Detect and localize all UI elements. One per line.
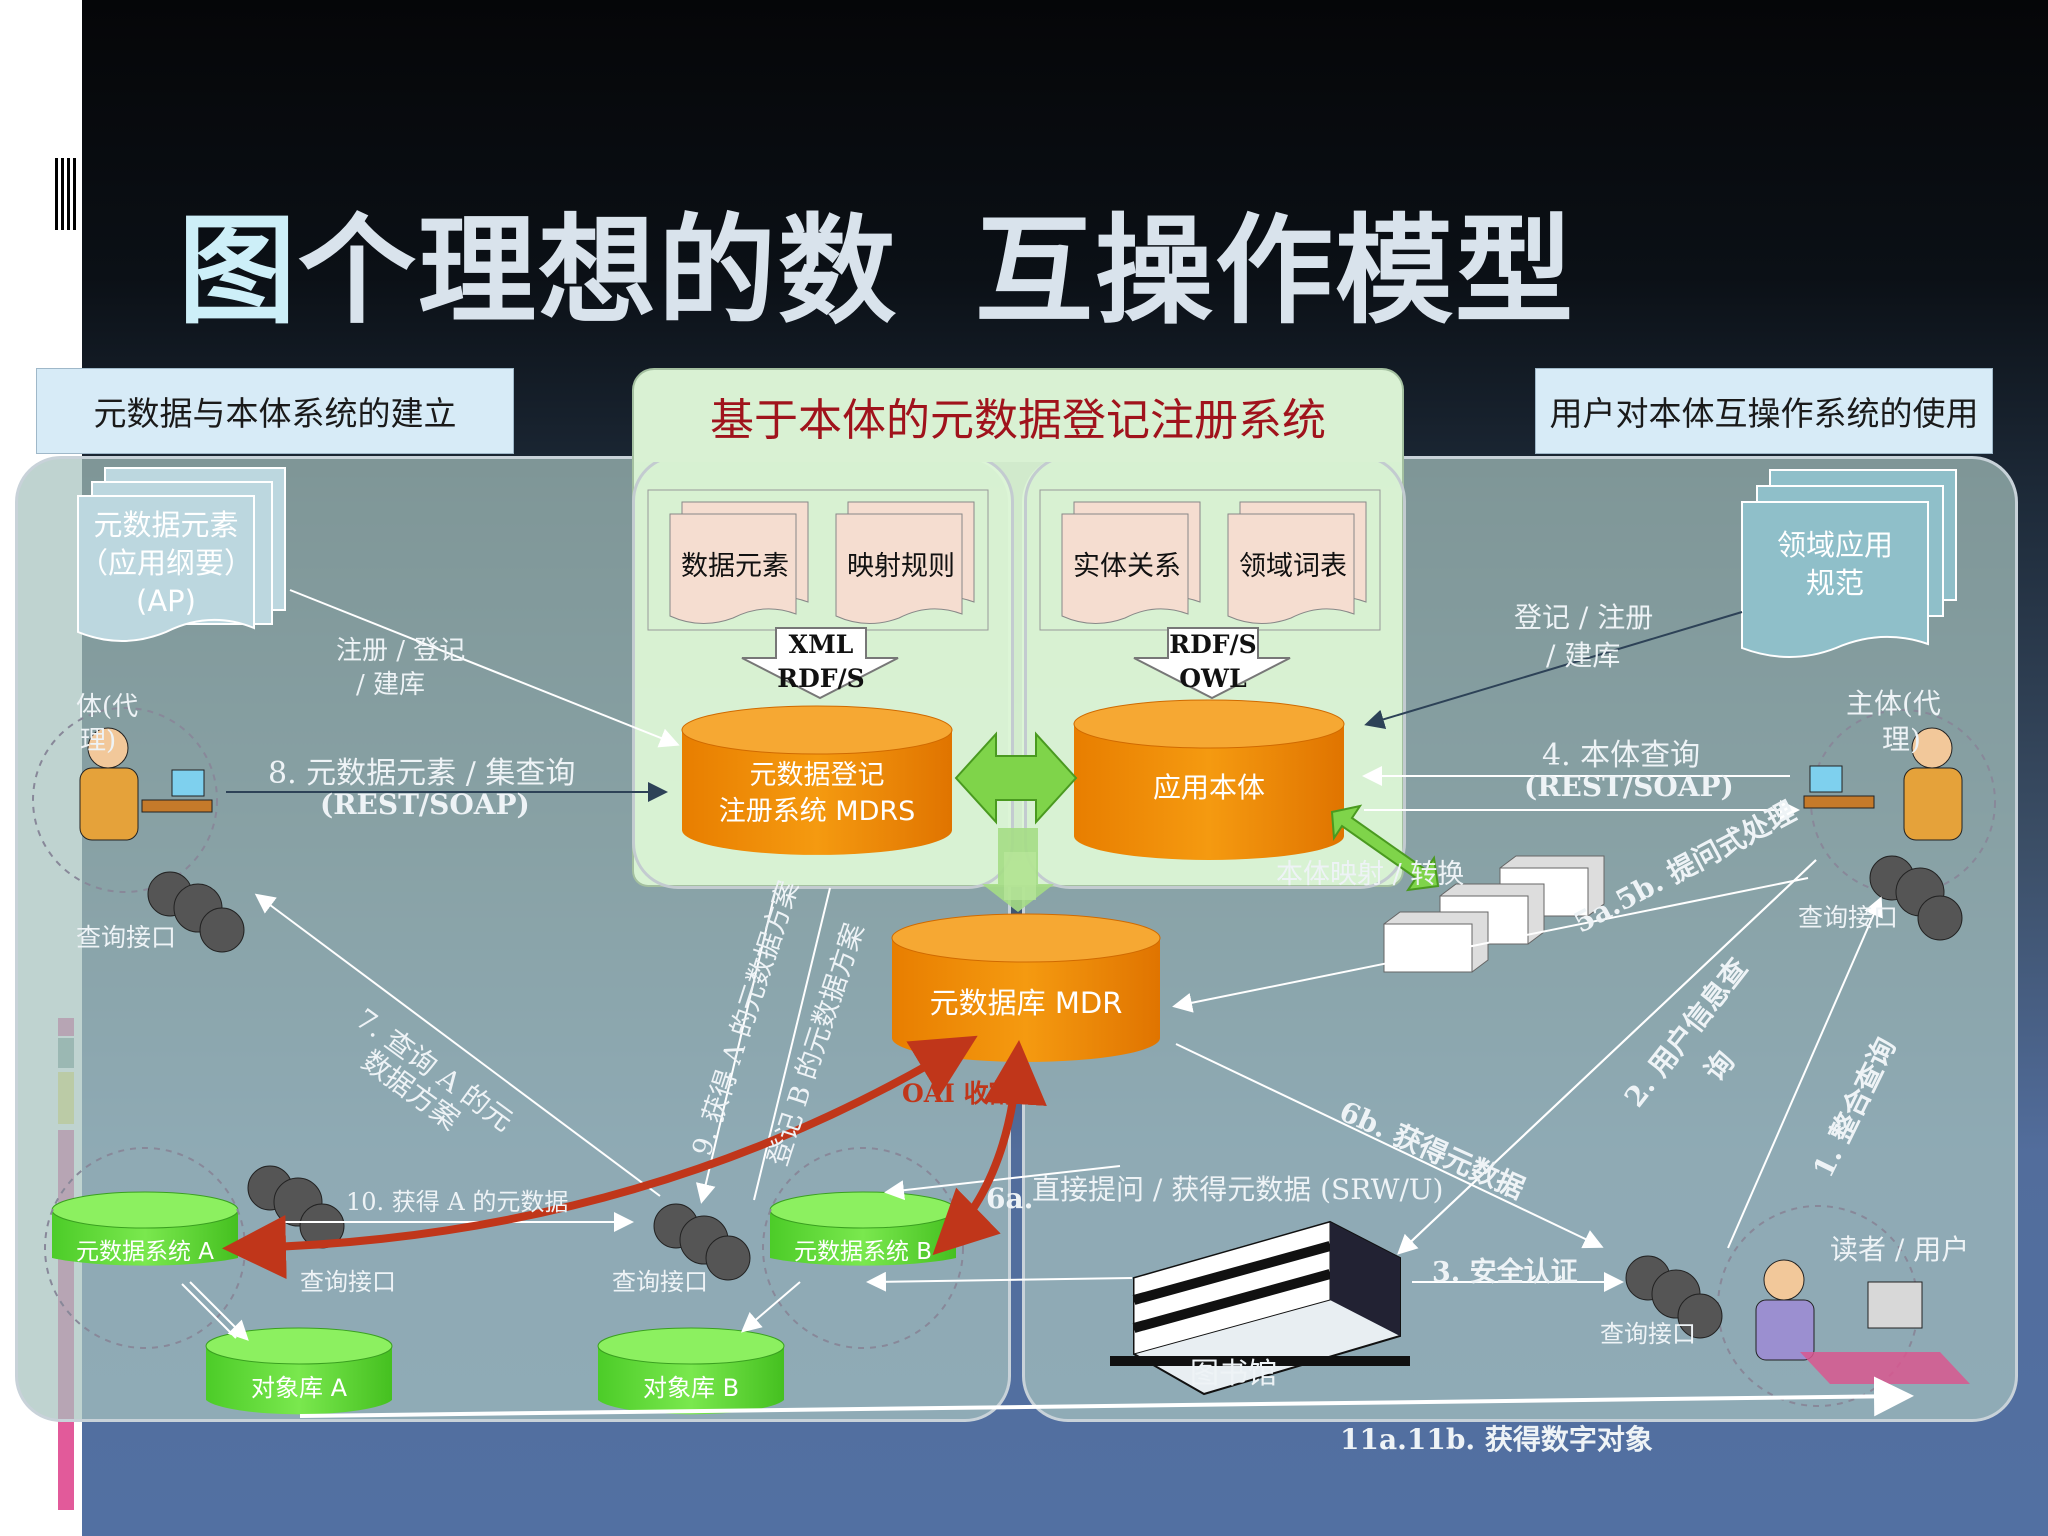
label-query-iface-a: 查询接口 xyxy=(300,1268,396,1296)
doc-ap-line1: 元数据元素 xyxy=(93,508,239,542)
red-arrow-oai-a xyxy=(222,1035,978,1280)
label-reg-right-2: / 建库 xyxy=(1546,639,1621,672)
label-step3: 3. 安全认证 xyxy=(1432,1257,1578,1288)
label-agent-left-2: 理) xyxy=(80,726,117,756)
label-query-iface-mid: 查询接口 xyxy=(612,1268,708,1296)
label-query-iface-right: 查询接口 xyxy=(1798,903,1899,932)
library-icon xyxy=(1110,1220,1410,1396)
db-meta-a-label: 元数据系统 A xyxy=(75,1239,215,1265)
doc-ap-line3: (AP) xyxy=(136,584,196,618)
block-arrow-owl xyxy=(1133,627,1291,700)
label-query-left-1: 8. 元数据元素 / 集查询 xyxy=(268,756,576,791)
header-left: 元数据与本体系统的建立 xyxy=(36,368,514,454)
db-meta-a xyxy=(51,1191,239,1266)
left-bar-stripes xyxy=(52,158,78,230)
person-icon-right xyxy=(1803,727,1963,841)
db-app-ontology xyxy=(1073,699,1345,860)
gear-icon-reader xyxy=(1625,1255,1723,1339)
doc-stack-center-right xyxy=(1039,489,1381,631)
slide-title-part1: 图个理想的数 xyxy=(178,202,899,340)
label-step10: 10. 获得 A 的元数据 xyxy=(346,1188,569,1216)
label-rdfs-right: RDF/S xyxy=(1169,630,1257,659)
slide-title-part2: 互操作模型 xyxy=(975,202,1576,340)
label-query-iface-left: 查询接口 xyxy=(76,923,177,952)
label-rdfs-left: RDF/S xyxy=(777,664,865,693)
db-obj-a xyxy=(205,1327,393,1415)
doc-domain-spec-stack xyxy=(1741,469,1957,658)
doc-ap-label: 元数据元素 （应用纲要） (AP) xyxy=(78,506,254,620)
label-agent-right-1: 主体(代 xyxy=(1846,687,1941,720)
green-mapping-arrow xyxy=(1330,804,1440,892)
db-obj-a-label: 对象库 A xyxy=(250,1374,348,1402)
doc-domain-spec-label: 领域应用 规范 xyxy=(1742,526,1928,602)
label-query-iface-reader: 查询接口 xyxy=(1600,1320,1696,1348)
reader-icon xyxy=(1755,1259,1970,1384)
db-mdrs xyxy=(681,705,953,855)
label-query-left-2: (REST/SOAP) xyxy=(320,788,530,821)
doc-stack-center-left xyxy=(647,489,989,631)
doc-entity-relations-label: 实体关系 xyxy=(1073,551,1181,582)
db-mdrs-line2: 注册系统 MDRS xyxy=(718,796,916,827)
label-library: 图书馆 xyxy=(1190,1356,1278,1390)
label-ontology-query-1: 4. 本体查询 xyxy=(1542,738,1701,773)
doc-data-elements-label: 数据元素 xyxy=(681,551,789,582)
label-step6a: 直接提问 / 获得元数据 (SRW/U) xyxy=(1032,1173,1444,1206)
label-ontology-query-2: (REST/SOAP) xyxy=(1524,770,1734,803)
db-obj-b xyxy=(597,1327,785,1415)
doc-ap-line2: （应用纲要） xyxy=(78,546,253,580)
label-mapping: 本体映射 / 转换 xyxy=(1276,859,1465,890)
db-mdrs-line1: 元数据登记 xyxy=(749,760,885,791)
doc-mapping-rules-label: 映射规则 xyxy=(847,551,955,582)
label-reg-left-1: 注册 / 登记 xyxy=(336,636,466,666)
label-agent-left-1: 体(代 xyxy=(76,692,139,722)
slide-title-rest: 个理想的数 xyxy=(298,202,899,340)
mapping-boxes xyxy=(1383,855,1605,973)
header-center: 基于本体的元数据登记注册系统 xyxy=(632,368,1404,462)
db-obj-b-label: 对象库 B xyxy=(642,1374,740,1402)
header-right: 用户对本体互操作系统的使用 xyxy=(1535,368,1993,454)
green-double-arrow-h xyxy=(954,731,1078,825)
gear-icon-left xyxy=(147,871,245,953)
label-step6a-prefix: 6a. xyxy=(986,1182,1034,1215)
gear-icon-a xyxy=(247,1165,345,1249)
label-xml: XML xyxy=(788,630,854,659)
label-reg-left-2: / 建库 xyxy=(356,670,426,700)
db-mdr-label: 元数据库 MDR xyxy=(929,986,1123,1020)
label-reader: 读者 / 用户 xyxy=(1830,1233,1970,1266)
doc-domain-vocab-label: 领域词表 xyxy=(1239,551,1347,582)
label-agent-right-2: 理) xyxy=(1882,723,1921,756)
doc-domain-spec-line1: 领域应用 xyxy=(1776,528,1893,562)
label-oai: OAI 收割 xyxy=(902,1079,1014,1108)
label-owl: OWL xyxy=(1179,664,1247,693)
doc-ap-stack xyxy=(77,467,286,642)
db-app-ontology-label: 应用本体 xyxy=(1152,771,1265,804)
db-mdr xyxy=(891,913,1161,1062)
doc-domain-spec-line2: 规范 xyxy=(1805,566,1864,600)
label-reg-right-1: 登记 / 注册 xyxy=(1514,601,1654,634)
label-step11: 11a.11b. 获得数字对象 xyxy=(1340,1423,1653,1456)
db-meta-b-label: 元数据系统 B xyxy=(793,1239,933,1265)
red-arrow-oai-b xyxy=(932,1040,1047,1256)
block-arrow-xml xyxy=(741,627,899,700)
gear-icon-right xyxy=(1869,855,1963,941)
person-icon-left xyxy=(79,727,213,841)
db-mdrs-label: 元数据登记 注册系统 MDRS xyxy=(682,758,952,830)
